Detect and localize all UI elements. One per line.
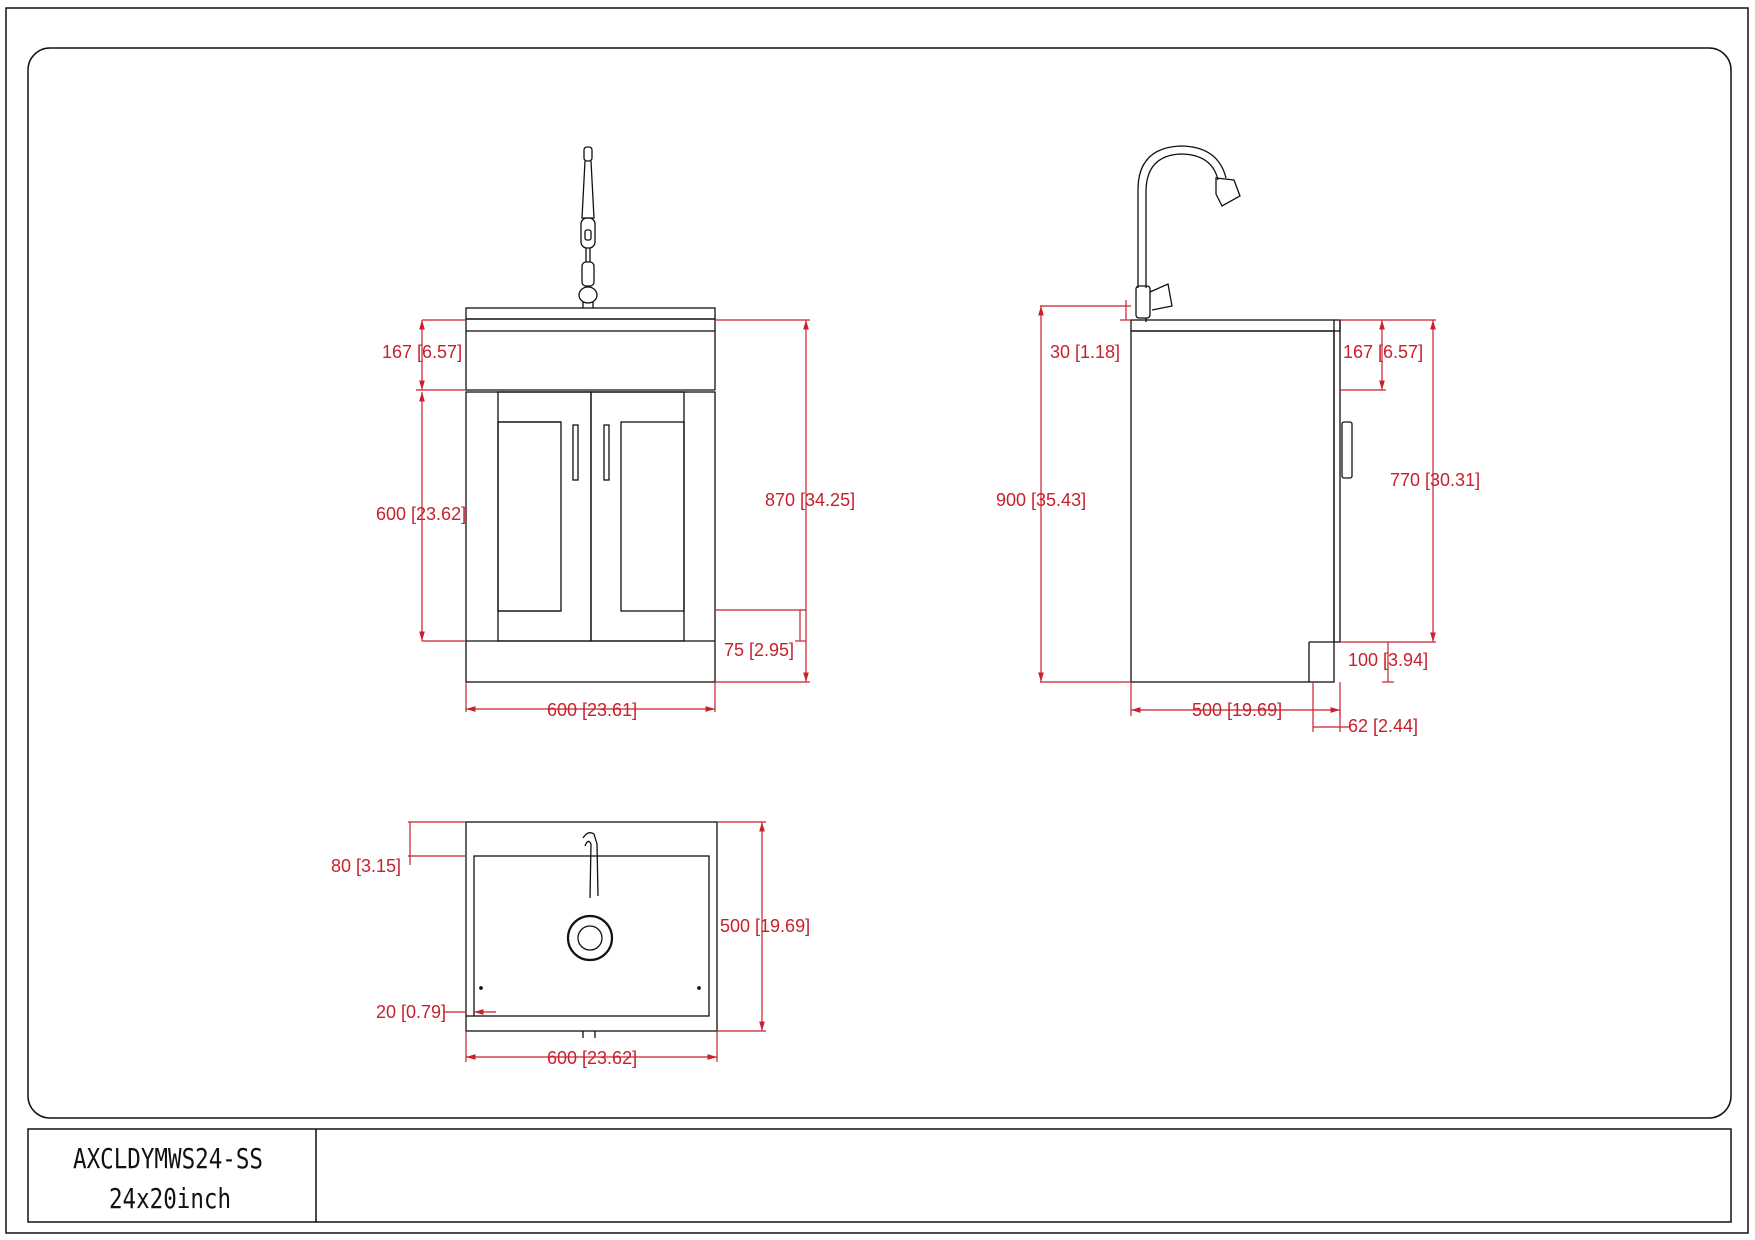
- top-dim-rim: 20 [0.79]: [376, 1002, 446, 1022]
- top-dim-depth: 500 [19.69]: [720, 916, 810, 936]
- faucet-side: [1135, 145, 1241, 322]
- title-block: AXCLDYMWS24-SS 24x20inch: [27, 1128, 1732, 1223]
- front-view: [465, 146, 716, 683]
- top-view-dimensions: [408, 821, 766, 1062]
- side-dim-faucet-offset: 30 [1.18]: [1050, 342, 1120, 362]
- side-dim-body: 770 [30.31]: [1390, 470, 1480, 490]
- side-dim-depth: 500 [19.69]: [1192, 700, 1282, 720]
- outer-border: [5, 7, 1749, 1234]
- side-view-dimensions: [1038, 300, 1436, 732]
- side-dim-total-height: 900 [35.43]: [996, 490, 1086, 510]
- side-dim-door-depth: 62 [2.44]: [1348, 716, 1418, 736]
- front-dim-top-band: 167 [6.57]: [382, 342, 462, 362]
- faucet-top: [566, 832, 614, 962]
- front-dim-toe-kick: 75 [2.95]: [724, 640, 794, 660]
- side-dim-top-band: 167 [6.57]: [1343, 342, 1423, 362]
- top-dim-width: 600 [23.62]: [547, 1048, 637, 1068]
- top-dim-back-edge: 80 [3.15]: [331, 856, 401, 876]
- top-view: [465, 821, 718, 1038]
- front-view-dimensions: [416, 319, 810, 712]
- front-dim-width: 600 [23.61]: [547, 700, 637, 720]
- front-dim-doors: 600 [23.62]: [376, 504, 466, 524]
- side-view: [1130, 145, 1353, 683]
- front-dim-total-height: 870 [34.25]: [765, 490, 855, 510]
- cabinet-size: 24x20inch: [109, 1182, 231, 1215]
- drawing-frame: [27, 47, 1732, 1119]
- model-number: AXCLDYMWS24-SS: [73, 1142, 263, 1175]
- side-dim-toe-kick: 100 [3.94]: [1348, 650, 1428, 670]
- faucet-front: [578, 146, 598, 308]
